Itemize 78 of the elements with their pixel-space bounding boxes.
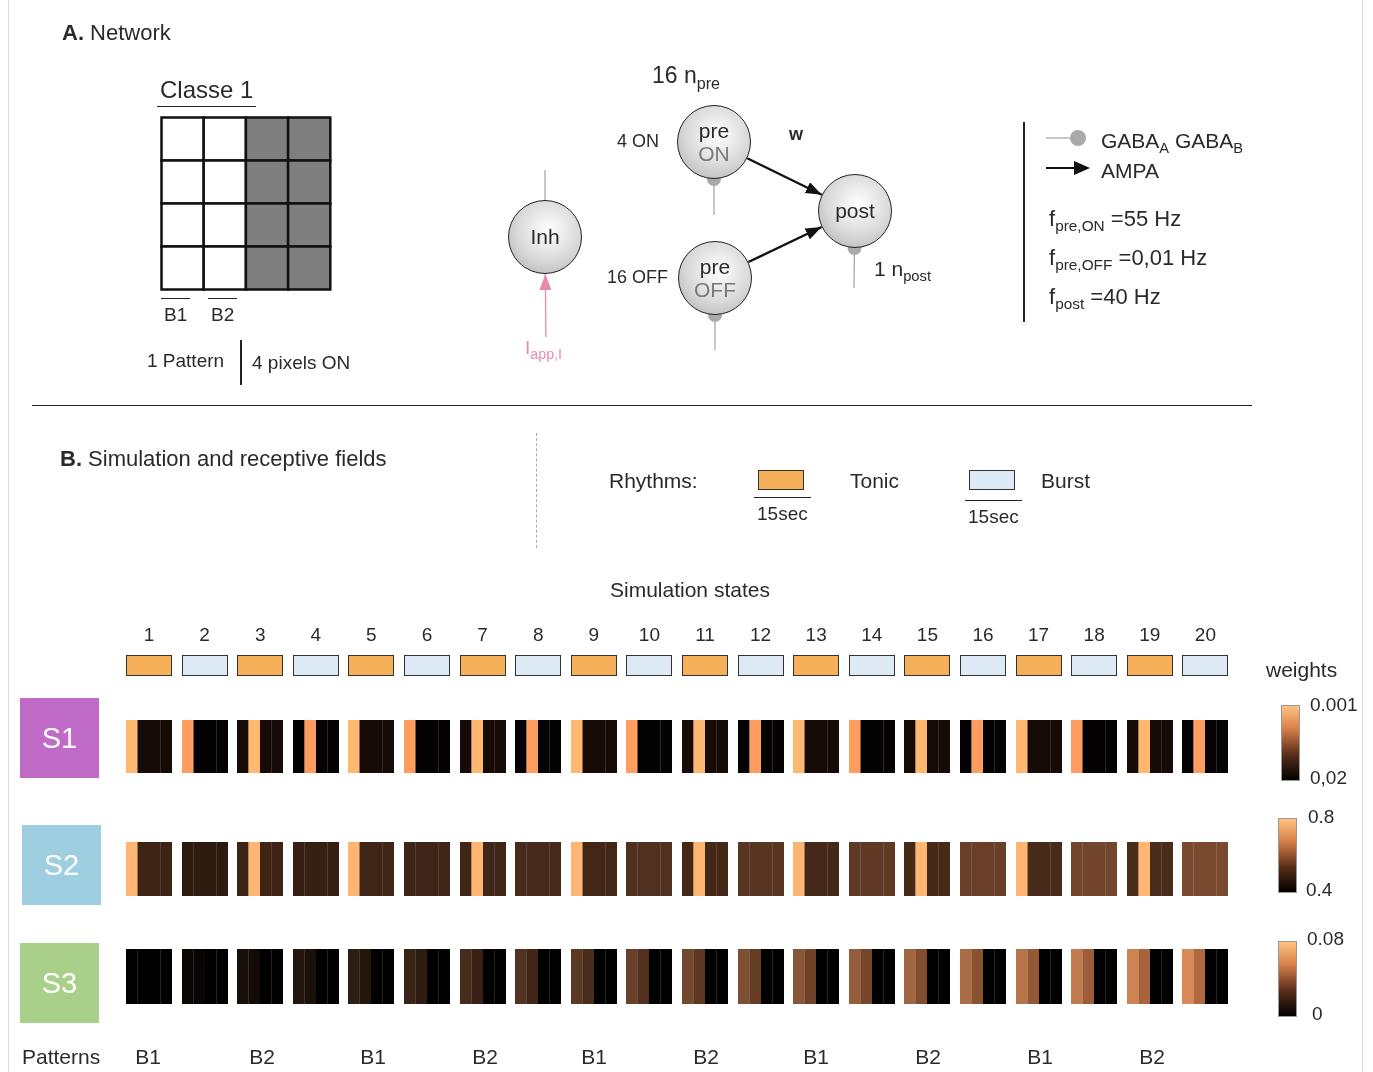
state-box bbox=[20, 698, 99, 778]
current-label: I$_{app,I}$ bbox=[525, 337, 562, 363]
text-label: 6 bbox=[421, 624, 433, 647]
neuron-label: pre bbox=[698, 118, 730, 142]
neuron-label: ON bbox=[698, 142, 730, 166]
text-label: 13 bbox=[805, 624, 827, 647]
scale-label: 15sec bbox=[965, 500, 1022, 529]
text-label: B1 bbox=[135, 1044, 161, 1070]
text-label: B1 bbox=[360, 1044, 386, 1070]
text-label: 16 bbox=[972, 624, 994, 647]
text-label: B2 bbox=[1139, 1044, 1165, 1070]
text-label: 19 bbox=[1139, 624, 1161, 647]
text-label: B2 bbox=[915, 1044, 941, 1070]
legend-label: Burst bbox=[1041, 468, 1090, 494]
arrow bbox=[746, 157, 823, 196]
text-label: 16 n$_{pre}$ bbox=[652, 62, 721, 93]
state-box bbox=[22, 825, 101, 905]
text-label: 20 bbox=[1194, 624, 1216, 647]
state-label: S3 bbox=[41, 966, 78, 1000]
text-label: 4 pixels ON bbox=[252, 352, 351, 375]
neuron-label: Inh bbox=[530, 225, 560, 249]
connector-line bbox=[544, 169, 546, 201]
text-label: 17 bbox=[1028, 624, 1050, 647]
neuron-label: OFF bbox=[694, 278, 736, 302]
text-label: 5 bbox=[366, 624, 377, 647]
text-label: 2 bbox=[199, 624, 210, 647]
text-label: 3 bbox=[254, 624, 266, 647]
arrow bbox=[539, 273, 552, 338]
text-label: f$_{post}$ =40 Hz bbox=[1049, 284, 1161, 314]
scale-label: B1 bbox=[161, 298, 191, 327]
text-label: 7 bbox=[477, 624, 488, 647]
text-label: 0.8 bbox=[1308, 806, 1335, 829]
text-label: 14 bbox=[861, 624, 883, 647]
legend-label: Tonic bbox=[850, 468, 900, 494]
text-label: 0.4 bbox=[1306, 879, 1333, 902]
text-label: B. Simulation and receptive fields bbox=[60, 446, 387, 473]
text-label: B1 bbox=[581, 1044, 607, 1070]
text-label: B1 bbox=[1027, 1044, 1053, 1070]
text-label: 0.001 bbox=[1310, 694, 1358, 717]
text-label: 15 bbox=[916, 624, 938, 647]
text-label: 1 Pattern bbox=[147, 350, 225, 373]
node-annotation: 4 ON bbox=[617, 131, 659, 153]
text-label: B2 bbox=[693, 1044, 719, 1070]
node-annotation: 16 OFF bbox=[607, 267, 668, 289]
text-label: 0 bbox=[1312, 1003, 1323, 1026]
state-label: S1 bbox=[41, 721, 78, 755]
state-label: S2 bbox=[43, 848, 80, 882]
scale-label: B2 bbox=[208, 298, 238, 327]
text-label: 9 bbox=[588, 624, 600, 647]
text-label: 1 bbox=[143, 624, 155, 647]
text-label: 0.08 bbox=[1307, 928, 1344, 951]
scale-label: 15sec bbox=[754, 497, 811, 526]
text-label: 4 bbox=[310, 624, 322, 647]
text-label: 18 bbox=[1083, 624, 1105, 647]
neuron-label: post bbox=[835, 199, 875, 223]
text-label: w bbox=[789, 124, 803, 146]
text-label: f$_{pre,ON}$ =55 Hz bbox=[1049, 206, 1182, 236]
text-label: 10 bbox=[638, 624, 660, 647]
text-label: Rhythms: bbox=[609, 468, 698, 494]
text-label: Patterns bbox=[22, 1044, 101, 1070]
text-label: f$_{pre,OFF}$ =0,01 Hz bbox=[1049, 245, 1208, 275]
state-box bbox=[20, 943, 99, 1023]
text-label: 12 bbox=[750, 624, 772, 647]
text-label: A. Network bbox=[62, 20, 171, 47]
scale-label: Classe 1 bbox=[157, 76, 257, 107]
text-label: 8 bbox=[532, 624, 544, 647]
text-label: Simulation states bbox=[610, 577, 770, 603]
node-annotation: 1 n$_{post}$ bbox=[874, 256, 931, 286]
legend-label: GABA$_{A}$ GABA$_{B}$ bbox=[1101, 128, 1244, 158]
text-label: B2 bbox=[249, 1044, 275, 1070]
text-label: 11 bbox=[695, 624, 715, 647]
arrow bbox=[747, 225, 823, 264]
text-label: 0,02 bbox=[1310, 767, 1347, 790]
text-label: weights bbox=[1266, 657, 1338, 683]
legend-label: AMPA bbox=[1101, 158, 1159, 184]
text-label: B1 bbox=[803, 1044, 829, 1070]
text-label: B2 bbox=[472, 1044, 498, 1070]
neuron-label: pre bbox=[699, 254, 731, 278]
